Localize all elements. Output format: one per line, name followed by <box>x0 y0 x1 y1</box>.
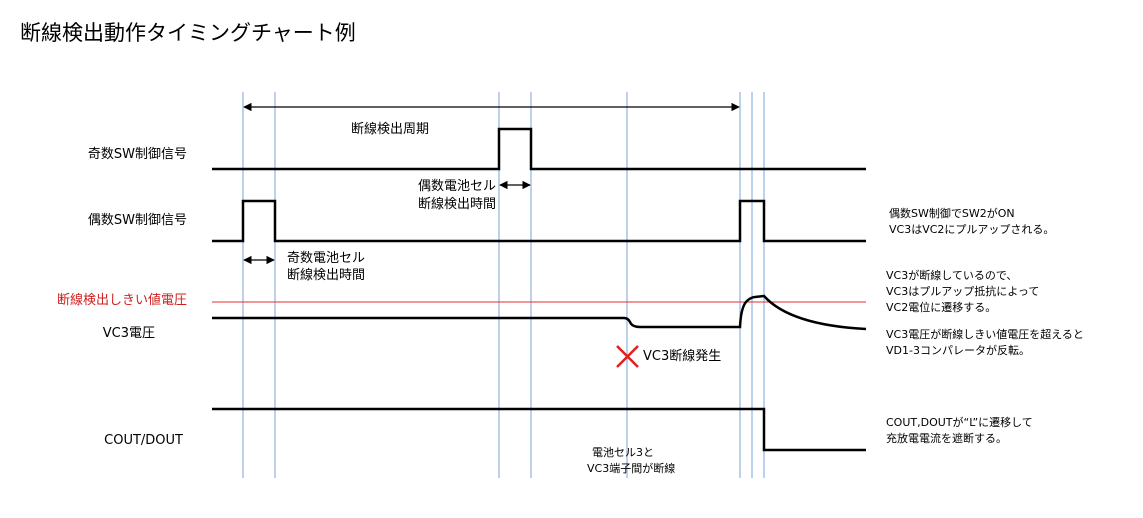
cout-label: COUT/DOUT <box>104 433 183 448</box>
even-detect-time-line2: 断線検出時間 <box>418 196 496 212</box>
odd-sw-label: 奇数SW制御信号 <box>88 146 187 162</box>
threshold-label: 断線検出しきい値電圧 <box>57 292 187 308</box>
note-cout-line2: 充放電電流を遮断する。 <box>886 431 1007 445</box>
note-transition-line1: VC3が断線しているので、 <box>886 268 1017 282</box>
vc3-label: VC3電圧 <box>103 326 155 341</box>
cout-waveform <box>212 407 866 452</box>
even-sw-label: 偶数SW制御信号 <box>88 213 187 228</box>
odd-detect-time-line2: 断線検出時間 <box>287 267 365 283</box>
break-cross-icon <box>616 345 639 368</box>
note-pullup-line2: VC3はVC2にプルアップされる。 <box>889 223 1054 236</box>
even-detect-time-line1: 偶数電池セル <box>418 179 496 194</box>
odd-sw-waveform <box>212 127 866 171</box>
period-label: 断線検出周期 <box>351 121 429 137</box>
break-location-line1: 電池セル3と <box>592 446 654 459</box>
note-transition-line3: VC2電位に遷移する。 <box>886 300 996 314</box>
guide-lines <box>242 92 765 478</box>
break-event-label: VC3断線発生 <box>643 348 721 364</box>
note-comparator-line2: VD1-3コンパレータが反転。 <box>886 343 1030 357</box>
note-comparator-line1: VC3電圧が断線しきい値電圧を超えると <box>886 327 1084 341</box>
break-location-line2: VC3端子間が断線 <box>587 461 675 475</box>
diagram-title: 断線検出動作タイミングチャート例 <box>20 21 356 45</box>
even-sw-waveform <box>212 199 866 243</box>
note-transition-line2: VC3はプルアップ抵抗によって <box>886 284 1039 298</box>
vc3-waveform <box>212 294 867 331</box>
note-pullup-line1: 偶数SW制御でSW2がON <box>889 206 1015 220</box>
odd-detect-time-line1: 奇数電池セル <box>287 250 365 266</box>
note-cout-line1: COUT,DOUTが“L”に遷移して <box>886 415 1033 429</box>
